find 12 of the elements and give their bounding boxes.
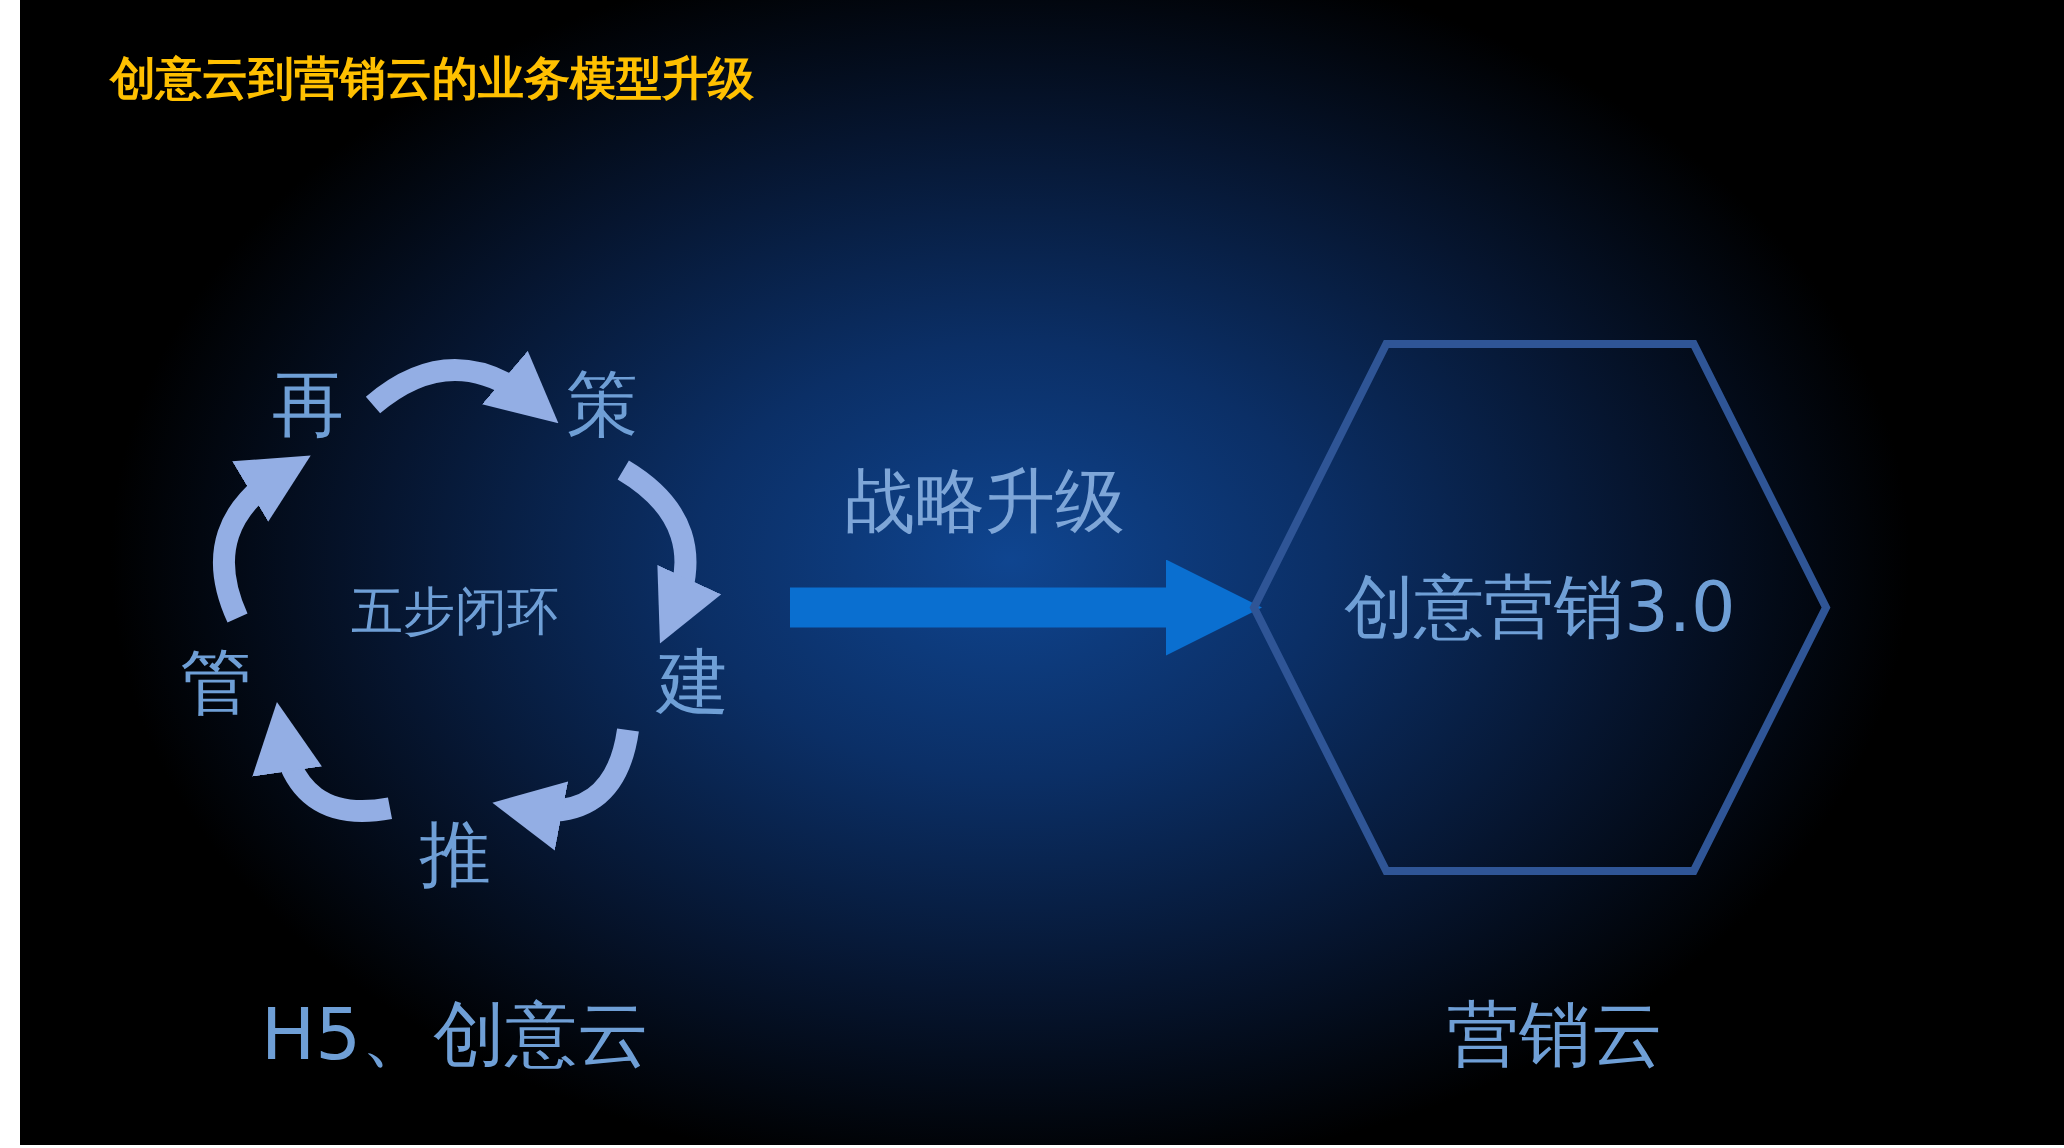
step-label: 建 <box>657 639 729 726</box>
hexagon-label: 创意营销3.0 <box>1344 564 1736 650</box>
edge-label: 战略升级 <box>845 459 1125 544</box>
step-label: 推 <box>419 811 491 898</box>
caption-label: H5、创意云 <box>261 991 649 1078</box>
center-label: 五步闭环 <box>351 580 559 643</box>
step-label: 管 <box>180 639 252 726</box>
caption-label: 营销云 <box>1447 991 1663 1078</box>
arrow <box>790 559 1262 656</box>
step-label: 策 <box>566 361 638 448</box>
slide-title: 创意云到营销云的业务模型升级 <box>110 50 754 107</box>
step-label: 再 <box>272 361 344 448</box>
